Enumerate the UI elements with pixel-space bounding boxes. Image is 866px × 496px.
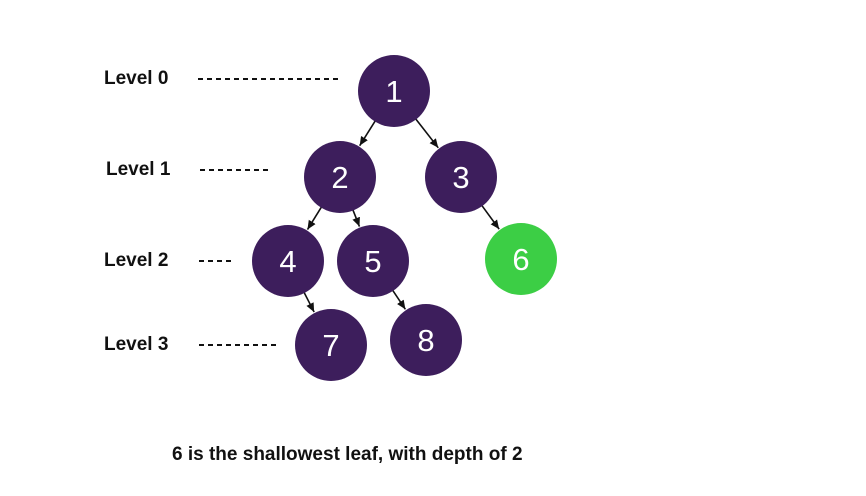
edge-1-3 (414, 117, 439, 149)
tree-node-7: 7 (295, 309, 367, 381)
tree-node-circle-3 (425, 141, 497, 213)
tree-node-circle-8 (390, 304, 462, 376)
tree-node-label-1: 1 (385, 74, 402, 109)
tree-node-label-6: 6 (512, 242, 529, 277)
tree-node-circle-5 (337, 225, 409, 297)
caption: 6 is the shallowest leaf, with depth of … (172, 444, 523, 465)
tree-node-3: 3 (425, 141, 497, 213)
tree-node-6: 6 (485, 223, 557, 295)
tree-node-5: 5 (337, 225, 409, 297)
tree-node-circle-1 (358, 55, 430, 127)
level-1-label: Level 1 (106, 159, 171, 180)
level-0-label: Level 0 (104, 68, 169, 89)
tree-node-circle-6 (485, 223, 557, 295)
tree-node-label-2: 2 (331, 160, 348, 195)
nodes-layer: 1 2 3 4 5 6 7 8 (252, 55, 557, 381)
tree-node-label-4: 4 (279, 244, 296, 279)
edge-5-8 (391, 288, 407, 310)
edge-2-5 (351, 208, 361, 227)
tree-node-circle-2 (304, 141, 376, 213)
edges-layer (302, 117, 500, 313)
level-2-label: Level 2 (104, 250, 169, 271)
tree-node-2: 2 (304, 141, 376, 213)
edge-3-6 (480, 203, 500, 230)
tree-node-label-5: 5 (364, 244, 381, 279)
tree-node-1: 1 (358, 55, 430, 127)
tree-node-circle-4 (252, 225, 324, 297)
tree-node-label-8: 8 (417, 323, 434, 358)
tree-node-8: 8 (390, 304, 462, 376)
level-guide-lines (198, 78, 340, 346)
tree-node-label-7: 7 (322, 328, 339, 363)
tree-node-circle-7 (295, 309, 367, 381)
tree-node-4: 4 (252, 225, 324, 297)
edge-4-7 (302, 290, 315, 313)
level-3-label: Level 3 (104, 334, 169, 355)
edge-2-4 (306, 205, 323, 230)
tree-node-label-3: 3 (452, 160, 469, 195)
edge-1-2 (358, 119, 377, 147)
